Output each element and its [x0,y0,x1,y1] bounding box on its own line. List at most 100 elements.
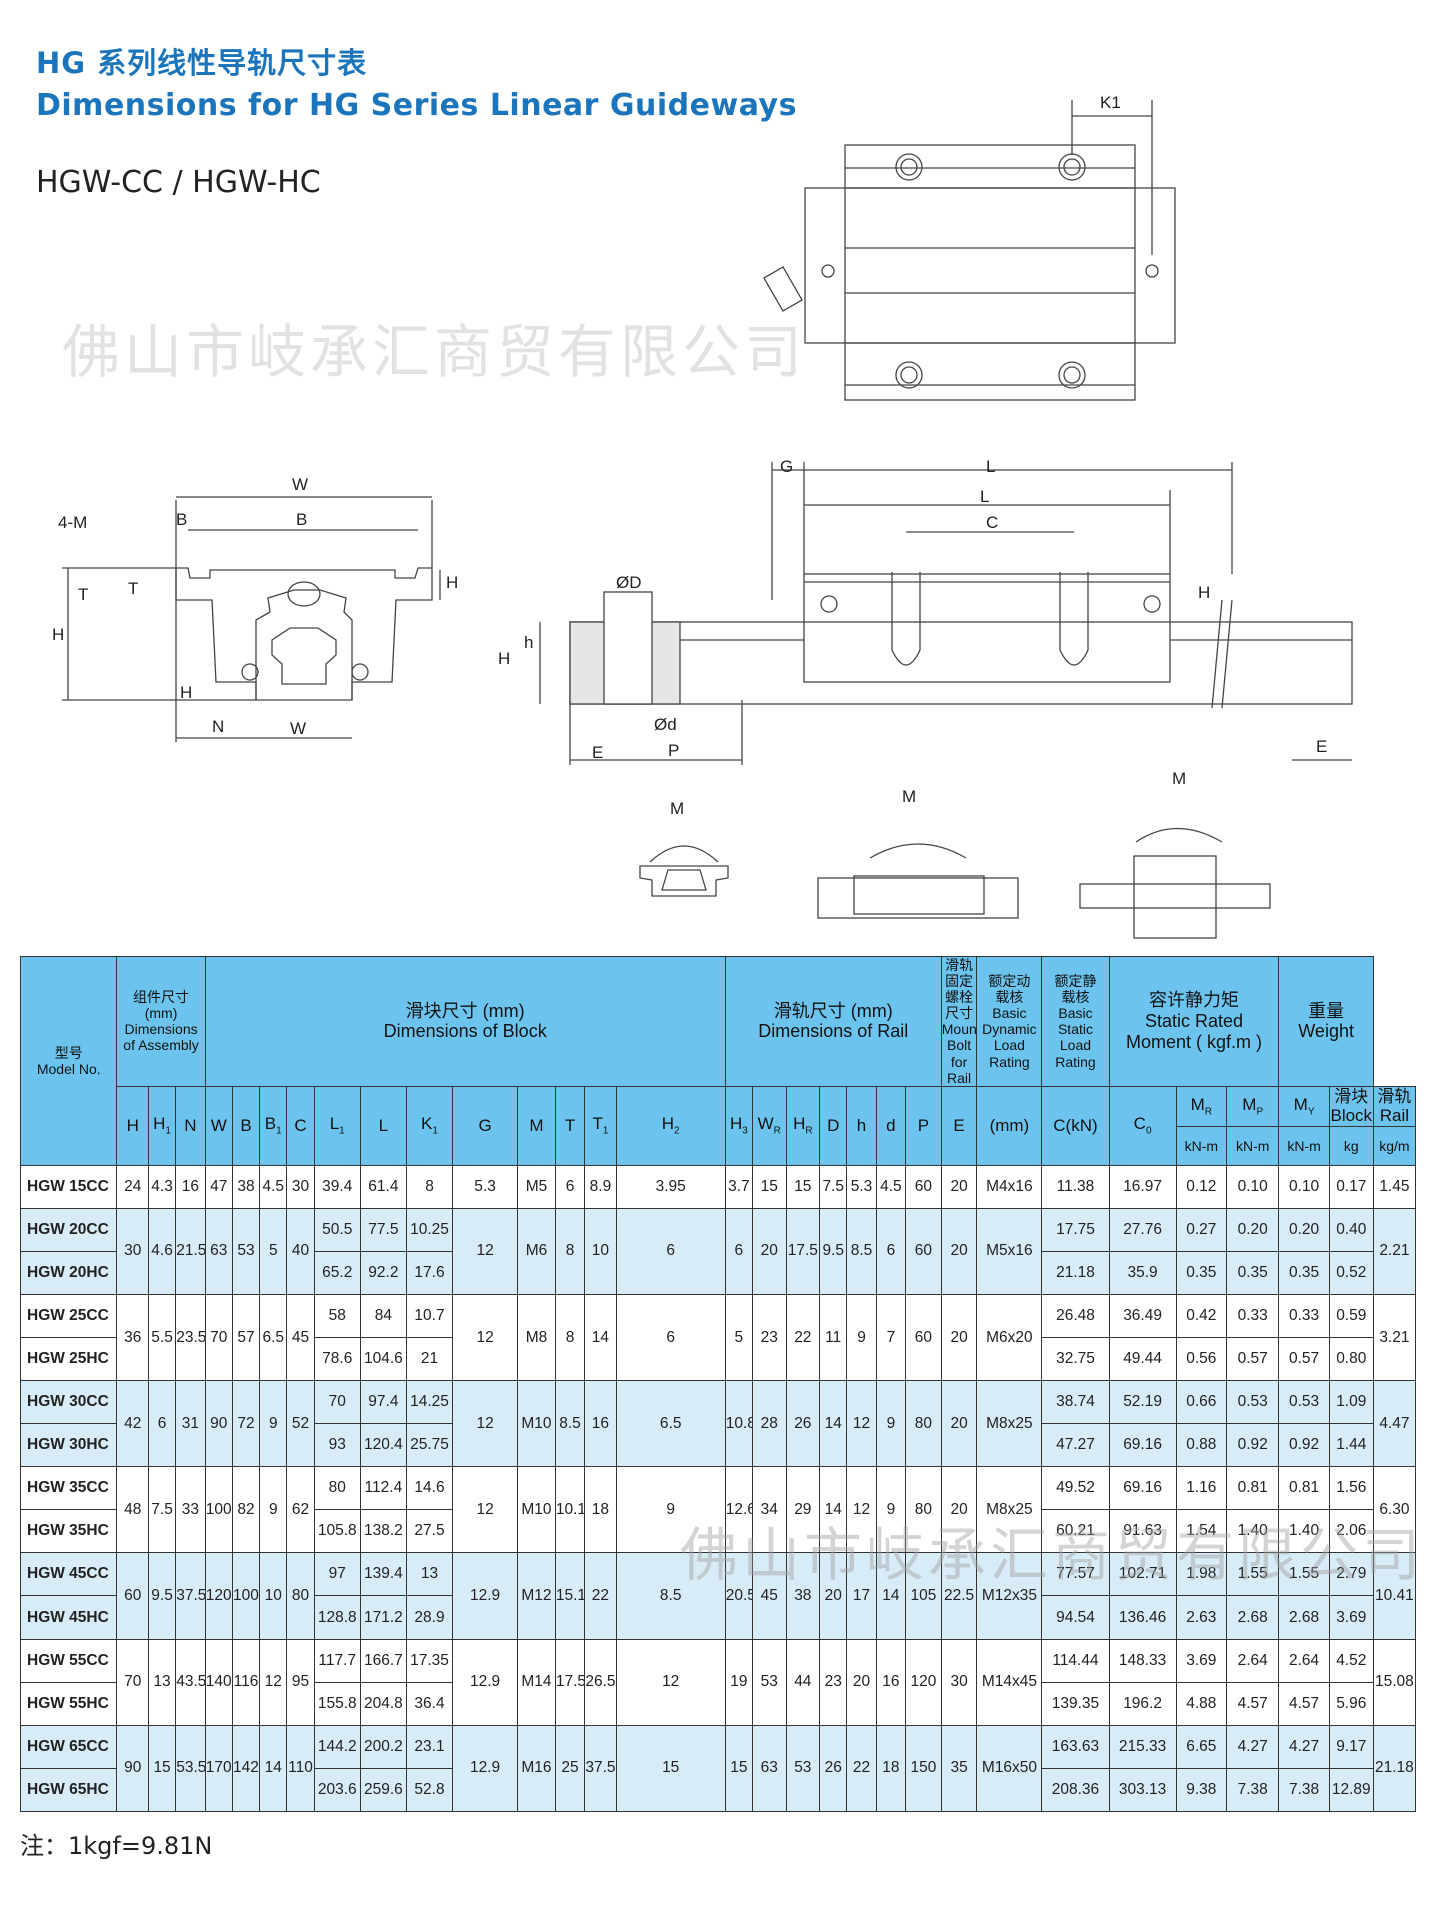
cell-rail-kgm: 2.21 [1372,1207,1417,1296]
cell-h3: 3.7 [724,1164,754,1209]
cell-rail-kgm: 3.21 [1372,1294,1417,1382]
cell-my: 1.55 [1278,1552,1330,1597]
cell-block-kg: 9.17 [1328,1724,1374,1769]
cell-t: 8 [554,1207,586,1296]
header-col-22: E [940,1085,978,1166]
header-col-16: WR [752,1085,787,1166]
cell-p: 80 [905,1380,942,1468]
cell-l1: 105.8 [313,1509,361,1554]
cell-b1: 14 [259,1724,288,1813]
cell-t1: 8.9 [584,1164,617,1209]
cell-mp: 0.20 [1225,1207,1280,1252]
model-label: HGW-CC / HGW-HC [36,165,321,200]
cell-mr: 3.69 [1175,1638,1227,1683]
cell-l1: 97 [313,1552,361,1597]
label-wr: W [290,719,306,738]
cell-b1: 9 [259,1380,288,1468]
cell-k1: 36.4 [405,1681,454,1726]
cell-l1: 70 [313,1380,361,1425]
label-e2: E [1316,737,1327,756]
cell-mp: 0.10 [1225,1164,1280,1209]
cell-h1: 9.5 [147,1552,177,1640]
header-col-15: H3 [724,1085,754,1166]
label-b: B [296,510,307,529]
cell-my: 0.81 [1278,1466,1330,1511]
header-col-4: B [231,1085,261,1166]
cell-g: 12.9 [452,1638,519,1726]
cell-w: 90 [204,1380,233,1468]
cell-cc: 110 [286,1724,315,1813]
cell-m: M14 [517,1638,556,1726]
cell-h1: 15 [147,1724,177,1813]
cell-g: 12 [452,1294,519,1382]
cell-hr: 15 [785,1164,821,1209]
cell-mr: 6.65 [1175,1724,1227,1769]
cell-l: 166.7 [359,1638,407,1683]
cell-block-kg: 1.56 [1328,1466,1374,1511]
cell-mr: 0.35 [1175,1250,1227,1296]
cell-mr: 9.38 [1175,1767,1227,1813]
cell-m: M8 [517,1294,556,1382]
cell-n: 31 [175,1380,206,1468]
cell-w: 47 [204,1164,233,1209]
model-cell: HGW 45HC [19,1595,118,1640]
cell-l: 259.6 [359,1767,407,1813]
cell-bolt: M12x35 [976,1552,1043,1640]
cell-static: 148.33 [1108,1638,1177,1683]
cell-g: 12.9 [452,1552,519,1640]
cell-dynamic: 47.27 [1041,1423,1110,1468]
cell-k1: 28.9 [405,1595,454,1640]
cell-mr: 2.63 [1175,1595,1227,1640]
label-b1: B [176,510,187,529]
label-mp: M [902,787,916,806]
header-col-8: L [359,1085,407,1166]
cell-cc: 52 [286,1380,315,1468]
cell-e: 20 [940,1380,978,1468]
model-cell: HGW 55HC [19,1681,118,1726]
label-t: T [128,579,138,598]
cell-b: 38 [231,1164,261,1209]
cell-h2: 6.5 [615,1380,726,1468]
cell-block-kg: 0.52 [1328,1250,1374,1296]
cell-my: 2.64 [1278,1638,1330,1683]
unit-kgm: kg/m [1372,1125,1417,1166]
cell-d: 14 [875,1552,907,1640]
header-col-18: D [819,1085,848,1166]
cell-rail-kgm: 21.18 [1372,1724,1417,1813]
title-chinese: HG 系列线性导轨尺寸表 [36,46,368,80]
cell-b1: 9 [259,1466,288,1554]
cell-h3: 19 [724,1638,754,1726]
cell-block-kg: 1.09 [1328,1380,1374,1425]
cell-t1: 22 [584,1552,617,1640]
cell-h1: 6 [147,1380,177,1468]
cell-mp: 0.92 [1225,1423,1280,1468]
label-h3: H [1198,583,1210,602]
cell-t1: 26.5 [584,1638,617,1726]
model-cell: HGW 45CC [19,1552,118,1597]
cell-m: M16 [517,1724,556,1813]
cell-b: 57 [231,1294,261,1382]
cell-b: 53 [231,1207,261,1296]
cell-cc: 30 [286,1164,315,1209]
cell-dynamic: 208.36 [1041,1767,1110,1813]
header-block: 滑块尺寸 (mm)Dimensions of Block [204,956,726,1087]
cell-h2: 15 [615,1724,726,1813]
cell-wr: 53 [752,1638,787,1726]
cell-b: 82 [231,1466,261,1554]
cell-static: 49.44 [1108,1337,1177,1382]
cell-rail-kgm: 4.47 [1372,1380,1417,1468]
front-view-drawing [62,496,441,742]
cell-d: 11 [819,1294,848,1382]
model-cell: HGW 35HC [19,1509,118,1554]
cell-m: M10 [517,1466,556,1554]
cell-l: 138.2 [359,1509,407,1554]
cell-e: 22.5 [940,1552,978,1640]
cell-bolt: M8x25 [976,1380,1043,1468]
cell-mp: 1.55 [1225,1552,1280,1597]
